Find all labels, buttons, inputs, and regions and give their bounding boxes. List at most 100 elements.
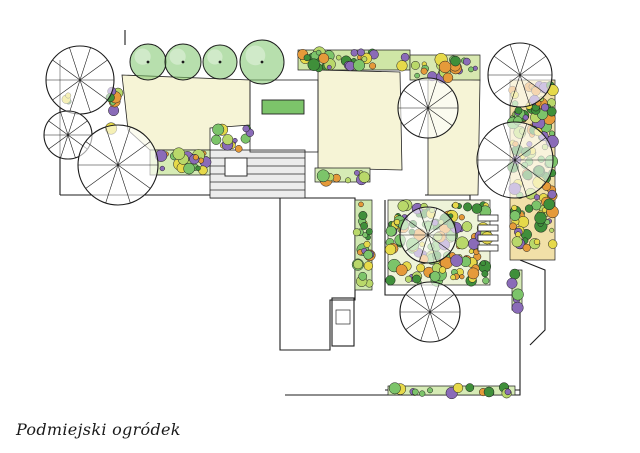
shrub	[506, 277, 518, 289]
tree-canopy	[45, 45, 115, 115]
shrub	[384, 243, 397, 256]
shrub	[405, 275, 412, 283]
shrub	[483, 386, 495, 398]
shrub	[541, 103, 549, 112]
shrub	[514, 106, 523, 115]
shrub	[459, 274, 465, 280]
shrub	[212, 123, 225, 136]
shrub	[511, 236, 523, 248]
shrub	[393, 219, 401, 226]
shrub	[397, 200, 409, 212]
shrub	[438, 60, 452, 74]
shrub	[234, 145, 243, 153]
terrace	[209, 79, 319, 199]
shrub	[511, 288, 524, 301]
shrub	[522, 243, 531, 252]
shrub	[463, 202, 473, 212]
shrub	[458, 214, 465, 221]
shrub	[412, 274, 421, 284]
tree-canopy	[164, 43, 202, 81]
shrub	[345, 177, 351, 184]
shrub	[414, 72, 420, 79]
shrub	[385, 275, 396, 286]
shrub	[420, 67, 428, 75]
shrub	[365, 228, 373, 236]
shrub	[452, 201, 459, 209]
shrub	[361, 56, 368, 62]
shrub	[388, 382, 401, 395]
shed	[331, 297, 355, 347]
shrub	[358, 171, 370, 183]
shrub	[461, 221, 473, 232]
tree-canopy	[77, 124, 159, 206]
shrub	[543, 198, 555, 211]
shrub	[522, 114, 529, 121]
shrub	[211, 134, 222, 145]
shrub	[354, 170, 360, 176]
plan-caption: Podmiejski ogródek	[16, 420, 181, 439]
shrub	[504, 388, 512, 396]
shrub	[511, 204, 518, 211]
shrub	[549, 227, 555, 233]
shrub	[358, 211, 368, 220]
shrub	[350, 49, 358, 57]
shrub	[468, 66, 474, 73]
shrub	[450, 55, 461, 67]
shrub	[533, 194, 540, 201]
shrub	[482, 277, 490, 285]
shrub	[509, 210, 521, 221]
shrub	[429, 271, 441, 282]
shrub	[533, 238, 541, 246]
shrub	[363, 240, 371, 248]
shrub	[195, 165, 201, 171]
shrub	[511, 301, 524, 314]
shrub	[400, 52, 410, 62]
shrub	[455, 236, 469, 250]
shrub	[232, 137, 238, 144]
stepping-stones	[477, 214, 499, 252]
shrub	[358, 201, 364, 208]
shrub	[450, 274, 456, 281]
shrub	[509, 268, 521, 280]
tree-canopy	[239, 39, 285, 85]
shrub	[358, 271, 368, 281]
tree-canopy	[476, 121, 554, 199]
shrub	[462, 57, 471, 66]
shrub	[395, 264, 408, 276]
shrub	[515, 231, 522, 238]
shrub	[439, 266, 447, 274]
shrub	[352, 228, 361, 237]
shrub	[450, 254, 463, 267]
shrub	[548, 239, 558, 249]
shrub	[242, 125, 250, 133]
shrub	[480, 260, 486, 267]
shrub	[222, 134, 234, 146]
shrub	[363, 250, 373, 260]
tree-canopies	[43, 39, 554, 343]
shrub	[316, 169, 330, 183]
shrub	[471, 203, 483, 214]
tree-canopy	[399, 281, 461, 343]
shrub	[315, 49, 322, 56]
shrub	[303, 54, 311, 62]
shrub	[509, 222, 517, 231]
tree-canopy	[487, 42, 553, 108]
shrub	[410, 60, 420, 70]
shrub	[357, 48, 365, 57]
shrub	[353, 259, 363, 270]
shrub	[326, 64, 332, 70]
shrub	[481, 270, 489, 278]
bench-planter	[261, 99, 305, 115]
shrub	[467, 267, 480, 280]
lawn-center	[317, 69, 403, 171]
shrub	[427, 387, 433, 394]
shrub	[369, 62, 377, 70]
shrub	[192, 154, 199, 161]
shrub	[172, 147, 186, 160]
tree-canopy	[129, 43, 167, 81]
shrub	[465, 383, 475, 392]
shrub	[524, 204, 534, 213]
shrub	[534, 211, 547, 225]
shrub	[442, 72, 454, 83]
